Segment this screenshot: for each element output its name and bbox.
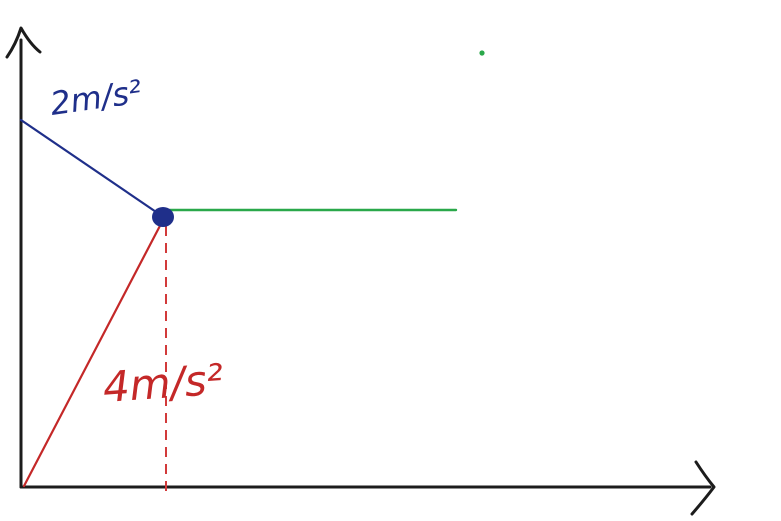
axes — [5, 26, 716, 516]
stray-dot — [479, 50, 485, 56]
lower-slope-line — [22, 218, 165, 488]
y-axis-arrowhead — [5, 26, 42, 59]
lower-slope-label: 4m/s² — [101, 355, 225, 412]
upper-slope-line — [19, 118, 164, 218]
upper-slope-label: 2m/s² — [48, 72, 144, 122]
intersection-point — [152, 207, 174, 227]
x-axis-arrowhead — [690, 460, 716, 516]
